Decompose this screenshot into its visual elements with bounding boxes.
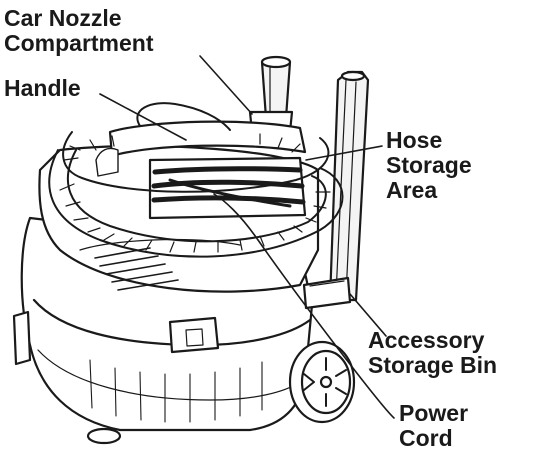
handle-label: Handle [4,76,81,101]
car-nozzle [248,55,294,134]
car-nozzle-label-line2: Compartment [4,30,154,56]
power-cord-label: Power Cord [399,401,468,451]
car-nozzle-label-line1: Car Nozzle [4,5,122,31]
hose-label-line3: Area [386,177,438,203]
handle-bar [95,120,307,177]
car-nozzle-compartment-label: Car Nozzle Compartment [4,6,154,56]
accessory-tube [328,70,370,302]
power-label-line1: Power [399,400,469,426]
power-label-line2: Cord [399,425,453,451]
hose-label-line1: Hose [386,127,443,153]
accessory-storage-bin [302,276,352,310]
leader-lines [99,55,395,419]
rear-wheel [288,340,356,424]
accessory-label-line1: Accessory [368,327,485,353]
hose-label-line2: Storage [386,152,472,178]
coiled-hose [48,102,344,258]
handle-label-line1: Handle [4,75,81,101]
accessory-storage-bin-label: Accessory Storage Bin [368,328,497,378]
hose-storage-recess [148,156,307,220]
accessory-label-line2: Storage Bin [368,352,498,378]
hose-storage-area-label: Hose Storage Area [386,128,472,203]
